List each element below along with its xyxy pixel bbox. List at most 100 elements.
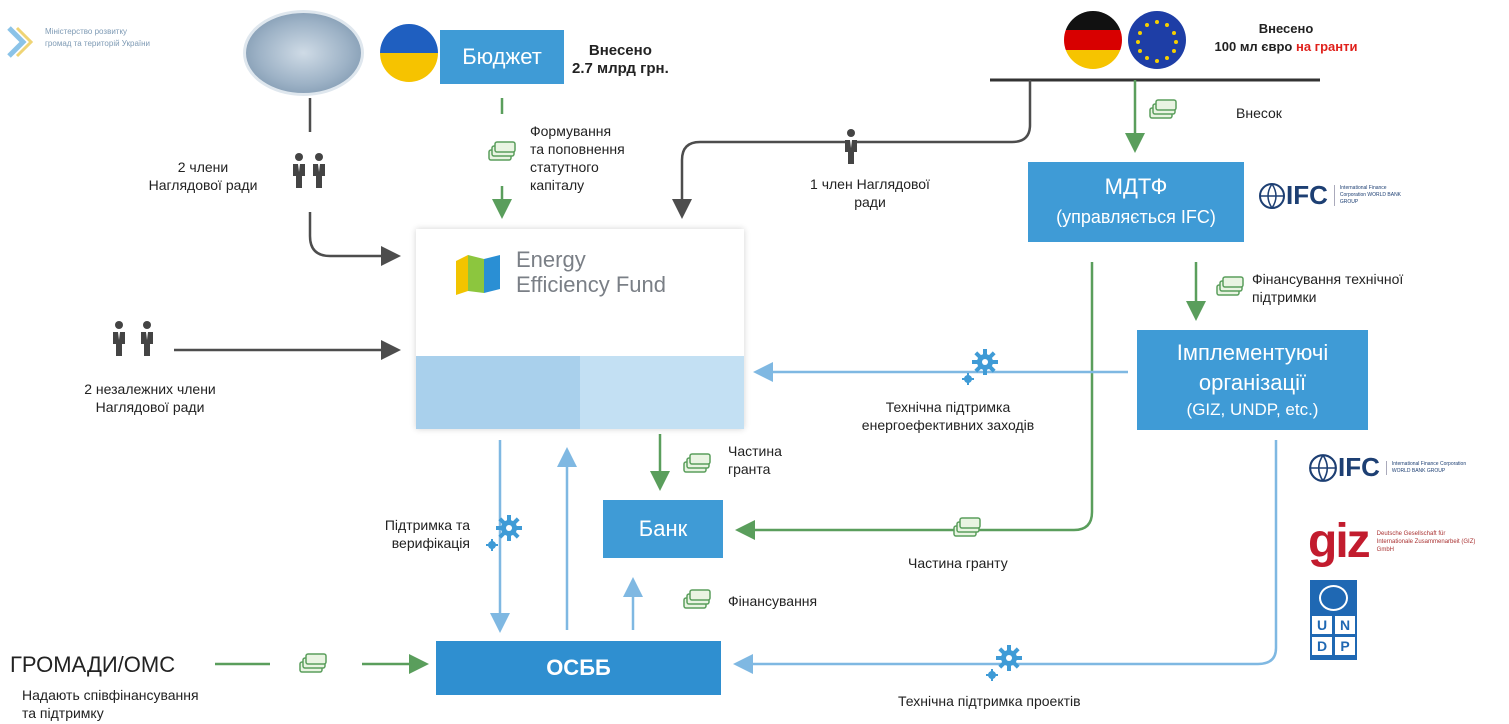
independent-line1: 2 незалежних члени [84,381,216,397]
ifc-wordmark: IFC [1286,180,1328,210]
energy-efficiency-fund-box: Energy Efficiency Fund [416,229,744,429]
independent-members-label: 2 незалежних члени Наглядової ради [60,380,240,416]
support-verif-line1: Підтримка та [384,517,470,533]
money-icon [1149,99,1177,119]
eu-flag-icon [1128,11,1186,69]
support-verif-line2: верифікація [391,535,470,551]
bank-box: Банк [603,500,723,558]
tech-support-ee-line2: енергоефективних заходів [861,417,1035,433]
formation-line2: та поповнення [530,141,625,157]
globe-icon [1309,453,1337,482]
one-member-line2: ради [854,194,886,210]
tech-finance-line1: Фінансування технічної [1252,271,1404,287]
giz-description: Deutsche Gesellschaft für Internationale… [1376,530,1476,553]
undp-letter: D [1312,637,1332,655]
formation-line3: статутного [530,159,599,175]
two-members-line2: Наглядової ради [148,177,258,193]
support-verification-label: Підтримка та верифікація [360,516,470,552]
undp-letter: N [1335,616,1355,634]
arrow-ministry-to-fund [308,98,396,256]
fund-name-line2: Efficiency Fund [516,272,667,297]
ifc-description: International Finance Corporation WORLD … [1385,460,1467,475]
bank-label: Банк [638,516,688,541]
osbb-label: ОСББ [546,655,611,680]
germany-flag-icon [1064,11,1122,69]
ifc-description: International Finance Corporation WORLD … [1333,185,1410,206]
independent-line2: Наглядової ради [95,399,205,415]
arrow-mdtf-to-bank [735,262,1094,540]
ifc-logo: IFC International Finance Corporation WO… [1258,180,1410,211]
ministry-building-image [243,10,364,96]
fund-logo-icon [456,255,500,295]
money-icon [488,141,516,161]
grant-part-line2: гранта [728,461,771,477]
one-member-line1: 1 член Наглядової [810,176,930,192]
osbb-box: ОСББ [436,641,721,695]
undp-logo: U N D P [1310,580,1357,660]
person-icon [141,321,153,356]
gear-icon [486,515,522,551]
tech-support-ee-label: Технічна підтримка енергоефективних захо… [848,398,1048,434]
budget-label: Бюджет [462,44,542,69]
formation-label: Формування та поповнення статутного капі… [530,122,625,194]
person-icon [293,153,305,188]
money-icon [299,653,327,673]
eu-contribution-amount: 100 мл євро [1214,39,1296,54]
eu-contribution-grants: на гранти [1295,39,1358,54]
giz-wordmark: giz [1308,515,1371,568]
ua-contribution-line1: Внесено [588,42,652,59]
fund-panel-left [416,356,580,429]
financing-label: Фінансування [728,593,818,609]
undp-globe-icon [1319,585,1348,611]
ukraine-flag-icon [380,24,438,82]
ministry-name-line1: Міністерство розвитку [45,27,128,36]
implementing-organizations-box: Імплементуючі організації (GIZ, UNDP, et… [1137,330,1368,430]
cofinance-line1: Надають співфінансування [22,687,199,703]
cofinance-line2: та підтримку [22,705,104,721]
eu-contribution-line1: Внесено [1258,21,1314,36]
money-icon [1216,276,1244,296]
undp-letter: P [1335,637,1355,655]
tech-support-ee-line1: Технічна підтримка [885,399,1011,415]
ua-contribution: Внесено 2.7 млрд грн. [572,42,669,78]
contributions-label: Внесок [1236,105,1282,121]
grant-part-label: Частина гранта [728,442,782,478]
person-icon [313,153,325,188]
ifc-logo: IFC International Finance Corporation WO… [1308,452,1467,483]
arrow-impl-to-osbb [733,440,1278,674]
tech-finance-line2: підтримки [1252,289,1317,305]
two-members-label: 2 члени Наглядової ради [128,158,278,194]
gear-icon [986,645,1022,681]
giz-logo: giz Deutsche Gesellschaft für Internatio… [1308,514,1477,569]
hromady-label: ГРОМАДИ/ОМС [10,652,176,677]
ministry-name-line2: громад та територій України [45,39,151,48]
ifc-wordmark: IFC [1338,452,1380,482]
impl-line1: Імплементуючі [1176,340,1329,365]
ua-contribution-line2: 2.7 млрд грн. [572,60,669,77]
one-member-label: 1 член Наглядової ради [790,175,950,211]
fund-name-line1: Energy [516,247,586,272]
mdtf-title: МДТФ [1104,174,1168,199]
money-icon [683,589,711,609]
mdtf-subtitle: (управляється IFC) [1056,207,1216,227]
impl-line2: організації [1198,370,1307,395]
money-icon [683,453,711,473]
grant-part-b-label: Частина гранту [908,555,1008,571]
person-icon [113,321,125,356]
person-icon [845,129,857,164]
money-icon [953,517,981,537]
tech-support-projects-label: Технічна підтримка проектів [898,693,1081,709]
cofinance-label: Надають співфінансування та підтримку [22,686,199,722]
tech-finance-label: Фінансування технічної підтримки [1252,270,1403,306]
formation-line4: капіталу [530,177,585,193]
mdtf-box: МДТФ (управляється IFC) [1028,162,1244,242]
formation-line1: Формування [530,123,612,139]
grant-part-line1: Частина [728,443,782,459]
impl-line3: (GIZ, UNDP, etc.) [1186,400,1319,419]
ministry-logo: Міністерство розвитку громад та територі… [5,22,230,62]
eu-contribution: Внесено 100 мл євро на гранти [1196,20,1376,56]
gear-icon [962,349,998,385]
globe-icon [1259,182,1285,209]
undp-letter: U [1312,616,1332,634]
two-members-line1: 2 члени [177,159,229,175]
